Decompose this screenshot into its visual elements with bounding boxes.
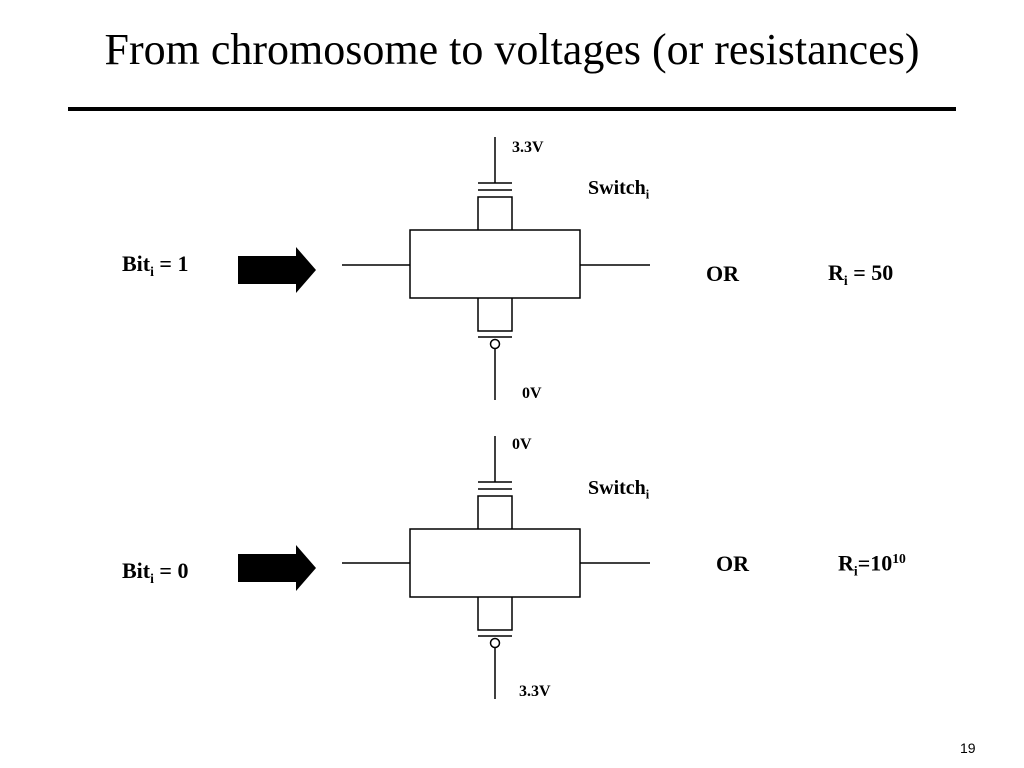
bit-label-subscript: i — [150, 263, 154, 279]
circuit-1-bottom-voltage-label: 0V — [522, 385, 542, 402]
circuit-2-bit-label: Biti = 0 — [122, 558, 189, 586]
circuit-2-resistance-label: Ri=1010 — [838, 552, 906, 578]
switch-label-subscript: i — [645, 487, 650, 502]
bit-1-arrow — [238, 247, 316, 293]
bit-label-text: Bit — [122, 251, 151, 276]
resistance-label-subscript: i — [853, 563, 858, 579]
bit-label-subscript: i — [150, 570, 154, 586]
bit-0-arrow — [238, 545, 316, 591]
circuit-1 — [238, 137, 650, 400]
circuit-1-bit-label: Biti = 1 — [122, 251, 189, 279]
circuit-2-or-label: OR — [716, 551, 749, 576]
slide-title: From chromosome to voltages (or resistan… — [104, 25, 920, 74]
resistance-label-subscript: i — [843, 272, 848, 288]
resistance-label-value: = 50 — [847, 260, 894, 285]
switch-1-lower-bubble — [489, 338, 501, 350]
switch-2-upper-channel — [477, 495, 513, 529]
switch-2-body — [409, 528, 581, 598]
page-number: 19 — [960, 740, 976, 756]
switch-1-lower-channel — [477, 298, 513, 332]
circuit-1-top-voltage-label: 3.3V — [512, 139, 544, 156]
switch-label-text: Switch — [588, 477, 646, 499]
switch-1-body — [409, 229, 581, 299]
switch-1-wiring — [342, 137, 650, 400]
circuit-2 — [238, 436, 650, 699]
circuit-2-bottom-voltage-label: 3.3V — [519, 683, 551, 700]
circuit-2-top-voltage-label: 0V — [512, 436, 532, 453]
switch-label-subscript: i — [645, 187, 650, 202]
switch-2-lower-channel — [477, 597, 513, 631]
resistance-label-text: R — [828, 260, 844, 285]
circuit-1-or-label: OR — [706, 261, 739, 286]
circuit-1-switch-label: Switchi — [588, 178, 649, 201]
switch-1-upper-channel — [477, 196, 513, 230]
bit-label-value: = 1 — [153, 251, 189, 276]
resistance-label-text: R — [838, 550, 854, 576]
resistance-label-exponent: 10 — [892, 551, 906, 566]
switch-2-wiring — [342, 436, 650, 699]
bit-label-text: Bit — [122, 558, 151, 583]
resistance-label-value: =10 — [857, 550, 893, 576]
circuit-2-switch-label: Switchi — [588, 478, 649, 501]
circuit-1-resistance-label: Ri = 50 — [828, 260, 894, 288]
title-underline — [68, 107, 956, 111]
bit-label-value: = 0 — [153, 558, 189, 583]
switch-2-lower-bubble — [489, 637, 501, 649]
switch-label-text: Switch — [588, 177, 646, 199]
